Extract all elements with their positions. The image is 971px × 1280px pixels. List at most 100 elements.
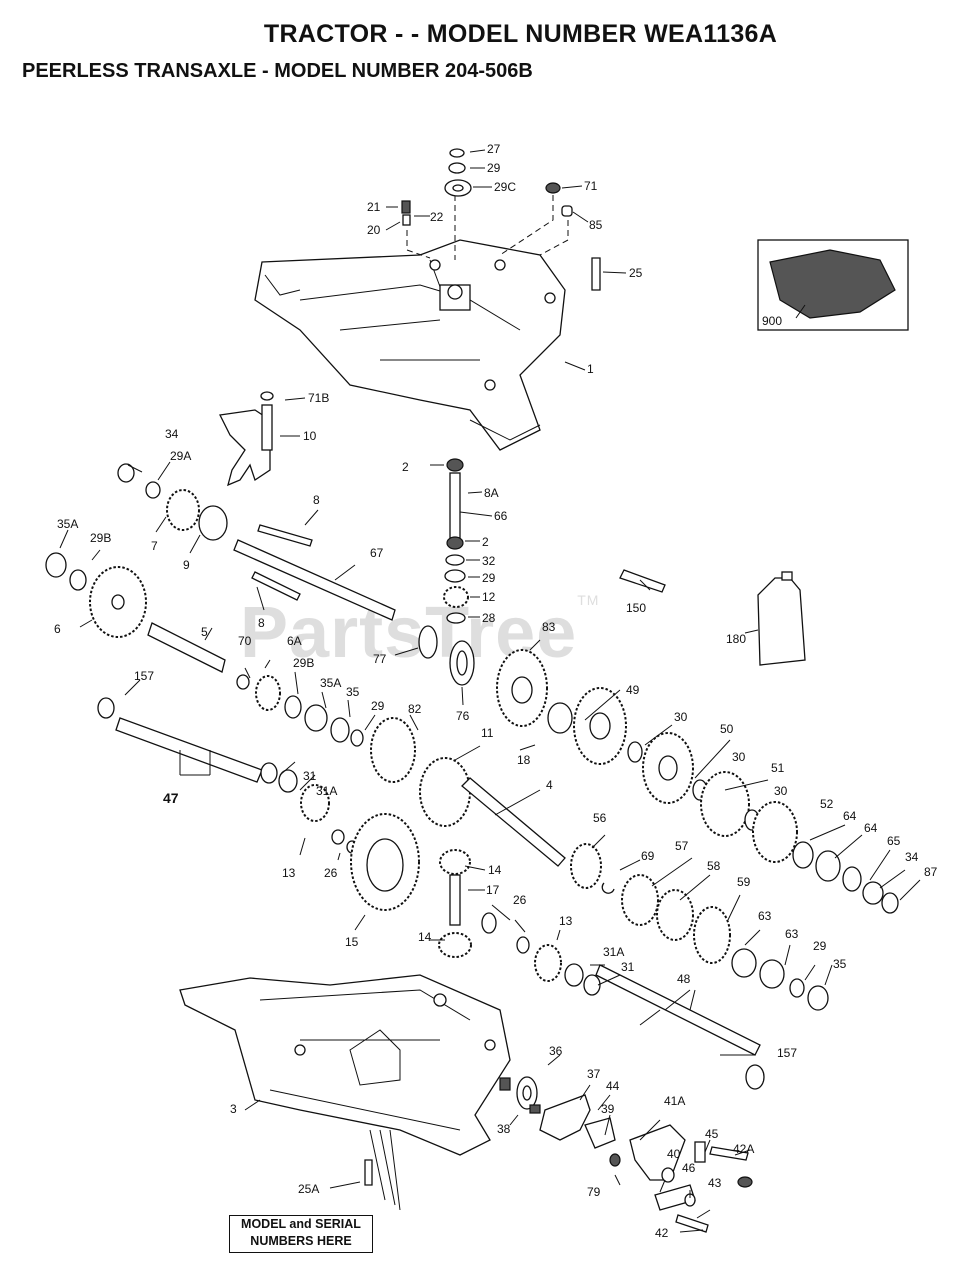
label-28: 28 (482, 611, 496, 625)
page-title: TRACTOR - - MODEL NUMBER WEA1136A (263, 20, 778, 48)
label-35-right: 35 (833, 957, 847, 971)
label-8-lower: 8 (258, 616, 265, 630)
label-3: 3 (230, 1102, 237, 1116)
label-31-left: 31 (303, 769, 317, 783)
label-18: 18 (517, 753, 531, 767)
label-6: 6 (54, 622, 61, 636)
label-66: 66 (494, 509, 508, 523)
leader-lines (59, 149, 921, 1233)
label-7: 7 (151, 539, 158, 553)
label-77: 77 (373, 652, 387, 666)
label-52: 52 (820, 797, 834, 811)
model-serial-box: MODEL and SERIAL NUMBERS HERE (229, 1215, 373, 1253)
label-65: 65 (887, 834, 901, 848)
label-30-a: 30 (674, 710, 688, 724)
page-subtitle: PEERLESS TRANSAXLE - MODEL NUMBER 204-50… (22, 60, 533, 82)
label-49: 49 (626, 683, 640, 697)
label-6a: 6A (287, 634, 302, 648)
label-59: 59 (737, 875, 751, 889)
label-29-right: 29 (813, 939, 827, 953)
label-47: 47 (163, 790, 179, 806)
label-15: 15 (345, 935, 359, 949)
label-20: 20 (367, 223, 381, 237)
label-76: 76 (456, 709, 470, 723)
label-29b-mid: 29B (293, 656, 314, 670)
label-35-mid: 35 (346, 685, 360, 699)
label-31a-center: 31A (603, 945, 624, 959)
label-35a-left: 35A (57, 517, 78, 531)
label-11: 11 (481, 726, 494, 740)
label-5: 5 (201, 625, 208, 639)
label-29c: 29C (494, 180, 516, 194)
label-26-left: 26 (324, 866, 338, 880)
label-2-top: 2 (402, 460, 409, 474)
label-12: 12 (482, 590, 496, 604)
label-85: 85 (589, 218, 603, 232)
label-29b-left: 29B (90, 531, 111, 545)
label-32: 32 (482, 554, 496, 568)
label-25: 25 (629, 266, 643, 280)
label-26-center: 26 (513, 893, 527, 907)
label-87: 87 (924, 865, 938, 879)
label-44: 44 (606, 1079, 620, 1093)
label-71b: 71B (308, 391, 329, 405)
label-69: 69 (641, 849, 655, 863)
label-63-b: 63 (785, 927, 799, 941)
label-39: 39 (601, 1102, 615, 1116)
label-29a: 29A (170, 449, 191, 463)
label-42: 42 (655, 1226, 669, 1240)
label-31-center: 31 (621, 960, 635, 974)
label-4: 4 (546, 778, 553, 792)
label-8-top: 8 (313, 493, 320, 507)
label-41a: 41A (664, 1094, 685, 1108)
label-30-c: 30 (774, 784, 788, 798)
label-82: 82 (408, 702, 422, 716)
label-38: 38 (497, 1122, 511, 1136)
label-10: 10 (303, 429, 317, 443)
label-79: 79 (587, 1185, 601, 1199)
label-70: 70 (238, 634, 252, 648)
model-serial-line2: NUMBERS HERE (250, 1234, 352, 1248)
label-43: 43 (708, 1176, 722, 1190)
label-30-b: 30 (732, 750, 746, 764)
watermark-tm: TM (577, 592, 600, 608)
label-64-a: 64 (843, 809, 857, 823)
label-8a: 8A (484, 486, 499, 500)
label-157-lower: 157 (777, 1046, 797, 1060)
label-900: 900 (762, 314, 782, 328)
label-34-top: 34 (165, 427, 179, 441)
label-45: 45 (705, 1127, 719, 1141)
label-157-upper: 157 (134, 669, 154, 683)
label-63-a: 63 (758, 909, 772, 923)
label-46: 46 (682, 1161, 696, 1175)
label-13-center: 13 (559, 914, 573, 928)
label-180: 180 (726, 632, 746, 646)
label-13-left: 13 (282, 866, 296, 880)
label-21: 21 (367, 200, 381, 214)
label-35a-mid: 35A (320, 676, 341, 690)
label-27: 27 (487, 142, 501, 156)
label-67: 67 (370, 546, 384, 560)
label-29: 29 (487, 161, 501, 175)
label-40: 40 (667, 1147, 681, 1161)
label-1: 1 (587, 362, 594, 376)
label-29-mid: 29 (371, 699, 385, 713)
label-36: 36 (549, 1044, 563, 1058)
label-48: 48 (677, 972, 691, 986)
label-150: 150 (626, 601, 646, 615)
label-58: 58 (707, 859, 721, 873)
label-31a-left: 31A (316, 784, 337, 798)
upper-housing (254, 239, 566, 451)
label-2-mid: 2 (482, 535, 489, 549)
label-71: 71 (584, 179, 598, 193)
label-57: 57 (675, 839, 689, 853)
label-25a: 25A (298, 1182, 319, 1196)
label-22: 22 (430, 210, 444, 224)
model-serial-line1: MODEL and SERIAL (241, 1217, 361, 1231)
label-29-center: 29 (482, 571, 496, 585)
label-34-right: 34 (905, 850, 919, 864)
label-17: 17 (486, 883, 500, 897)
lower-housing (179, 974, 511, 1211)
label-51: 51 (771, 761, 785, 775)
